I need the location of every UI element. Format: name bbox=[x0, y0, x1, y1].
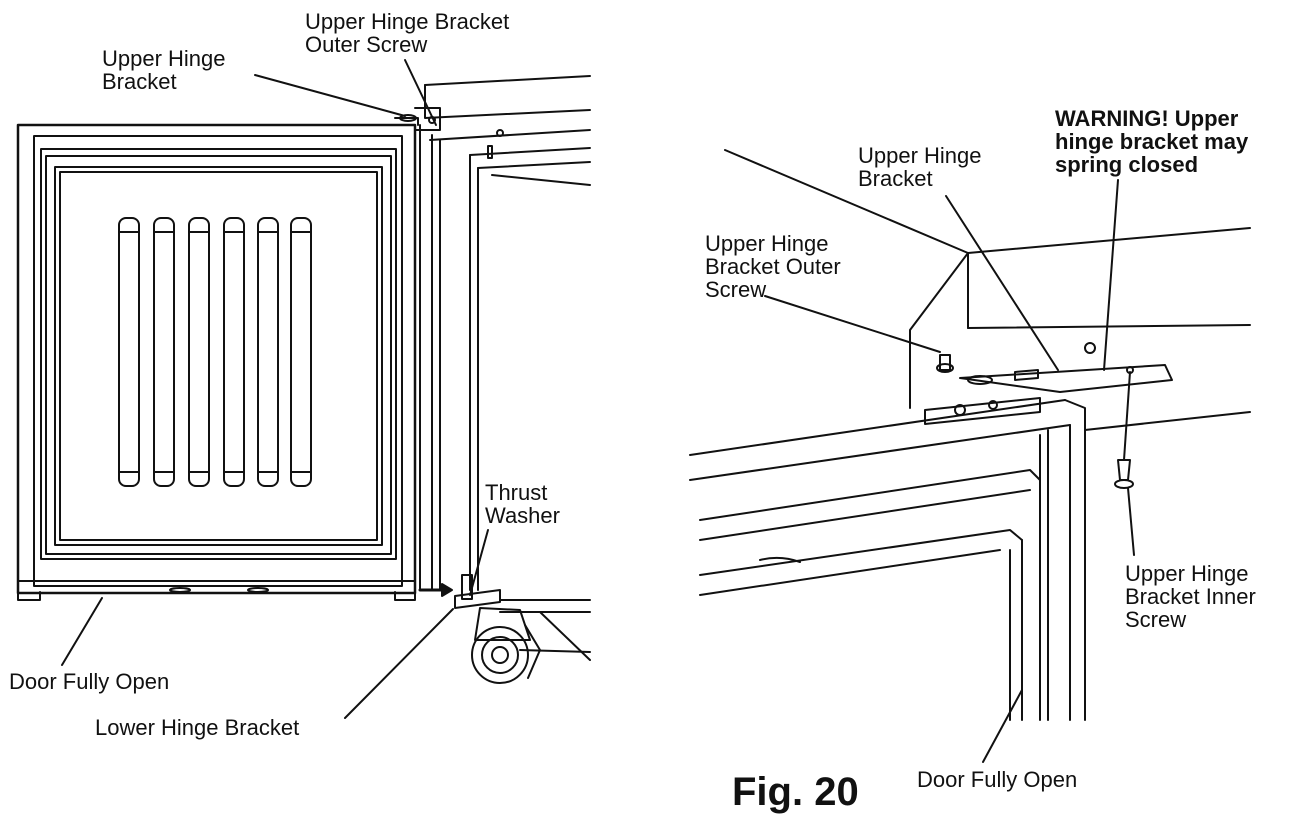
left-door-fully-open-label: Door Fully Open bbox=[9, 669, 170, 694]
upper-hinge-bracket-right bbox=[924, 342, 1173, 425]
right-upper-hinge-bracket-outer-screw-label: Upper Hinge Bracket Outer Screw bbox=[705, 231, 841, 302]
right-upper-hinge-bracket-label: Upper Hinge Bracket bbox=[858, 143, 982, 191]
left-view-drawing bbox=[16, 75, 591, 684]
figure-caption: Fig. 20 bbox=[732, 770, 859, 814]
cabinet-body bbox=[394, 75, 591, 661]
right-view-drawing bbox=[689, 149, 1251, 721]
door-ribs bbox=[118, 217, 312, 487]
right-door-fully-open-label: Door Fully Open bbox=[917, 767, 1078, 792]
left-upper-hinge-bracket-outer-screw-label: Upper Hinge Bracket Outer Screw bbox=[305, 9, 510, 57]
lower-hinge-and-caster bbox=[454, 574, 541, 684]
lower-hinge-bracket-label: Lower Hinge Bracket bbox=[95, 715, 300, 740]
left-upper-hinge-bracket-label: Upper Hinge Bracket bbox=[102, 46, 226, 94]
inner-screw bbox=[1114, 371, 1134, 489]
warning-label: WARNING! Upper hinge bracket may spring … bbox=[1055, 106, 1249, 177]
upper-hinge-bracket-inner-screw-label: Upper Hinge Bracket Inner Screw bbox=[1125, 561, 1256, 632]
leader-lines bbox=[61, 59, 1135, 763]
door-panel bbox=[16, 123, 417, 601]
thrust-washer-label: Thrust Washer bbox=[485, 480, 560, 528]
